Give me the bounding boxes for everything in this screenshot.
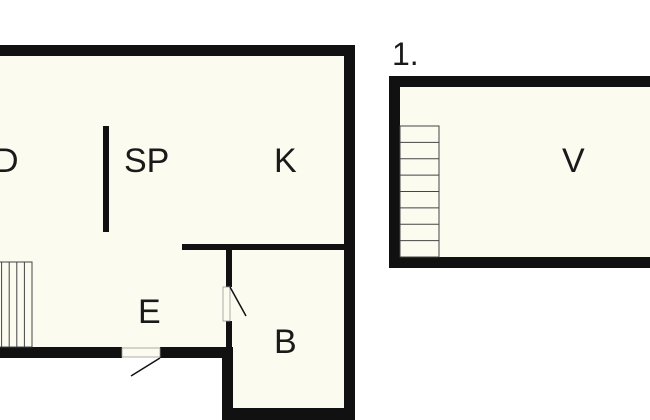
ground-floor: D SP K E B <box>0 45 355 420</box>
room-label-e: E <box>138 293 161 331</box>
wall-b-left <box>222 347 233 420</box>
wall-bottom-mid <box>160 347 228 358</box>
wall-top <box>0 45 355 56</box>
room-label-d: D <box>0 142 19 180</box>
upper-floor-area <box>395 82 650 262</box>
upper-floor: 1. V <box>389 36 650 268</box>
wall-right <box>344 45 355 420</box>
upper-wall-bottom <box>389 257 650 268</box>
wall-bottom-left <box>0 347 122 358</box>
room-label-sp: SP <box>124 142 169 180</box>
wall-k-b <box>182 244 349 250</box>
partition-wall-sp <box>103 126 109 232</box>
room-label-b: B <box>274 323 297 361</box>
wall-b-lower <box>226 321 232 351</box>
upper-wall-top <box>389 76 650 87</box>
ground-floor-area <box>0 51 350 418</box>
entrance-door <box>121 347 161 377</box>
ground-stair-outline <box>0 261 33 348</box>
wall-b-upper <box>226 247 232 287</box>
ground-stairs <box>0 261 33 348</box>
upper-stairs <box>399 125 440 258</box>
bathroom-door <box>222 286 247 322</box>
wall-bottom-b <box>222 408 355 420</box>
upper-wall-left <box>389 76 400 268</box>
floor-label-upper: 1. <box>392 36 419 72</box>
room-label-k: K <box>274 142 297 180</box>
room-label-v: V <box>562 142 585 180</box>
